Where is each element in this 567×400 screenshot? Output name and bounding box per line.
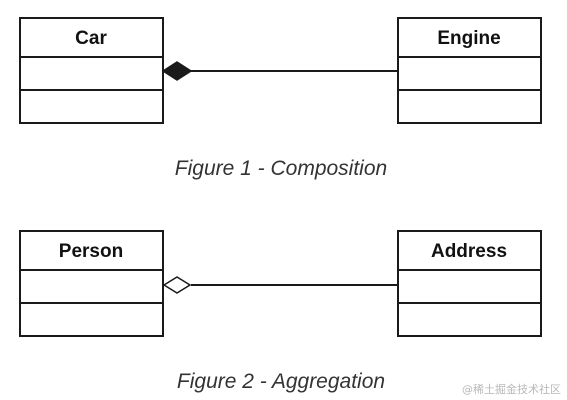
figure-2-caption: Figure 2 - Aggregation — [177, 370, 385, 393]
figure-1-caption: Figure 1 - Composition — [175, 157, 387, 180]
class-name-car: Car — [75, 28, 107, 49]
aggregation-hollow-diamond-icon — [162, 276, 192, 294]
class-box-car-frame — [19, 17, 164, 124]
class-name-person: Person — [59, 241, 123, 262]
class-name-engine: Engine — [437, 28, 500, 49]
figure-1-composition: Car Engine Figure 1 - Composition — [19, 17, 542, 180]
class-box-engine-frame — [397, 17, 542, 124]
watermark-text: @稀土掘金技术社区 — [462, 382, 561, 396]
class-name-address: Address — [431, 241, 507, 262]
class-box-address: Address — [397, 230, 542, 337]
class-box-car: Car — [19, 17, 164, 124]
class-box-person-frame — [19, 230, 164, 337]
class-box-person: Person — [19, 230, 164, 337]
class-box-address-frame — [397, 230, 542, 337]
composition-filled-diamond-icon — [161, 61, 193, 81]
class-box-engine: Engine — [397, 17, 542, 124]
figure-2-aggregation: Person Address Figure 2 - Aggregation — [19, 230, 542, 393]
